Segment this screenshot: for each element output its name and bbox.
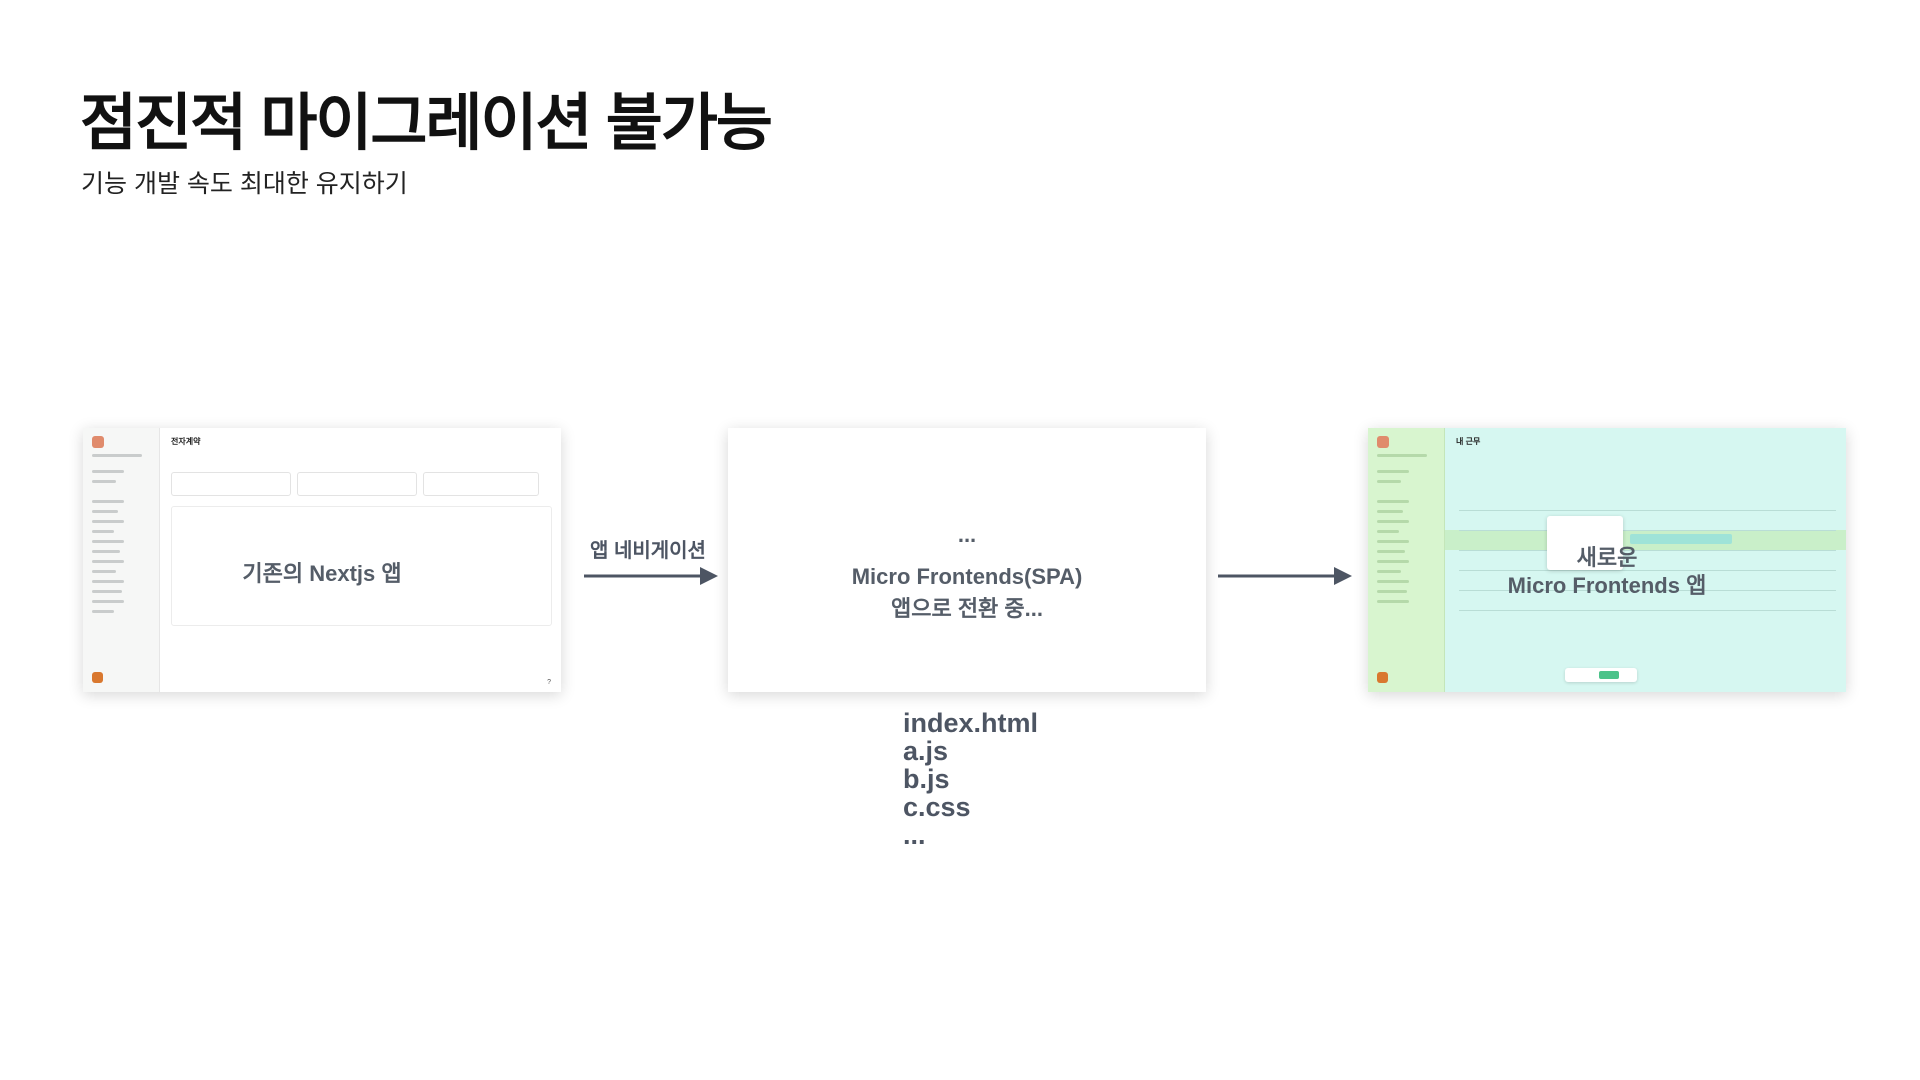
file-item: ... [903,820,926,850]
build-files-list: index.html a.js b.js c.css ... [903,709,1038,849]
mockup-popover [1547,516,1623,570]
mockup-bottom-bar [1565,668,1637,682]
avatar [1377,672,1388,683]
old-app-sidebar [83,428,160,692]
slide-title: 점진적 마이그레이션 불가능 [80,89,773,158]
file-item: a.js [903,736,949,766]
transition-panel: ... Micro Frontends(SPA) 앱으로 전환 중... [728,428,1206,692]
avatar [92,672,103,683]
schedule-bar [1630,534,1732,544]
new-app-panel: 내 근무 새로운 Micro Frontends 앱 [1368,428,1846,692]
old-app-label: 기존의 Nextjs 앱 [242,561,402,586]
file-item: index.html [903,708,1039,738]
arrow-right-icon [584,567,718,585]
new-app-label-line-2: Micro Frontends 앱 [1507,573,1707,598]
arrow-right-icon [1218,567,1352,585]
old-app-panel: 전자계약 ? 기존의 Nextjs 앱 [83,428,561,692]
new-app-main: 내 근무 [1445,428,1846,692]
ellipsis-text: ... [957,522,977,547]
slide-subtitle: 기능 개발 속도 최대한 유지하기 [81,170,408,198]
transition-line-2: 앱으로 전환 중... [890,596,1043,621]
mockup-table [171,506,552,626]
app-logo-icon [1377,436,1389,448]
mockup-card [423,472,539,496]
mockup-heading: 내 근무 [1456,437,1481,446]
mockup-card [171,472,291,496]
file-item: c.css [903,792,971,822]
new-app-sidebar [1368,428,1445,692]
transition-line-1: Micro Frontends(SPA) [851,564,1083,589]
mockup-card [297,472,417,496]
new-app-label-line-1: 새로운 [1576,545,1638,570]
mockup-heading: 전자계약 [171,437,201,446]
app-navigation-label: 앱 네비게이션 [590,540,706,562]
help-icon: ? [547,679,551,686]
old-app-main: 전자계약 ? [160,428,561,692]
app-logo-icon [92,436,104,448]
file-item: b.js [903,764,950,794]
